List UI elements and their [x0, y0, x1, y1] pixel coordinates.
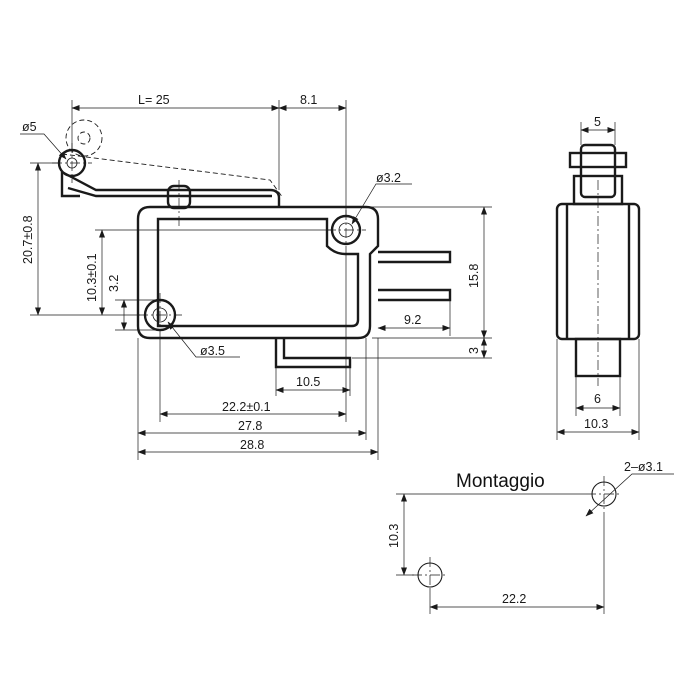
lever-arm	[60, 153, 284, 206]
mounting-hole-spec-label: 2–ø3.1	[624, 460, 663, 474]
mounting-title: Montaggio	[456, 471, 545, 492]
end-view-roller	[568, 143, 628, 206]
lever-offset-label: 8.1	[300, 93, 317, 107]
terminal-length-label: 9.2	[404, 313, 421, 327]
terminal-drop-label: 3	[467, 347, 481, 354]
side-dimensions	[20, 100, 492, 460]
mounting-hole-bottom	[412, 557, 448, 593]
mounting-horizontal-spacing-label: 22.2	[502, 592, 526, 606]
bottom-hole-diameter-label: ø3.5	[200, 344, 225, 358]
roller-diameter-label: ø5	[22, 120, 37, 134]
switch-body	[136, 205, 380, 340]
end-view-body	[555, 180, 641, 386]
hole-bottom-offset-label: 3.2	[107, 275, 121, 292]
side-view: L= 25 8.1 ø5 ø3.2 ø3.5 20.7±0.8 10.3±0.1…	[20, 93, 492, 460]
roller-width-label: 5	[594, 115, 601, 129]
lever-length-label: L= 25	[138, 93, 170, 107]
end-view-dimensions	[556, 122, 640, 440]
bottom-mounting-hole	[138, 293, 182, 337]
hole-vertical-spacing-label: 10.3±0.1	[85, 253, 99, 302]
terminals	[274, 250, 452, 369]
terminal-spacing-label: 10.5	[296, 375, 320, 389]
top-hole-diameter-label: ø3.2	[376, 171, 401, 185]
body-height-label: 15.8	[467, 264, 481, 288]
overall-height-label: 20.7±0.8	[21, 215, 35, 264]
mounting-view: Montaggio 2–ø3.1 10.3 22.2	[387, 460, 674, 614]
overall-length-label: 28.8	[240, 438, 264, 452]
body-width-label: 10.3	[584, 417, 608, 431]
end-view: 5 6 10.3	[555, 115, 641, 440]
body-length-label: 27.8	[238, 419, 262, 433]
hole-horizontal-spacing-label: 22.2±0.1	[222, 400, 271, 414]
mounting-hole-top	[586, 476, 622, 512]
mounting-vertical-spacing-label: 10.3	[387, 524, 401, 548]
mounting-dimensions	[396, 473, 674, 614]
plunger-width-label: 6	[594, 392, 601, 406]
end-view-plunger	[574, 337, 622, 378]
